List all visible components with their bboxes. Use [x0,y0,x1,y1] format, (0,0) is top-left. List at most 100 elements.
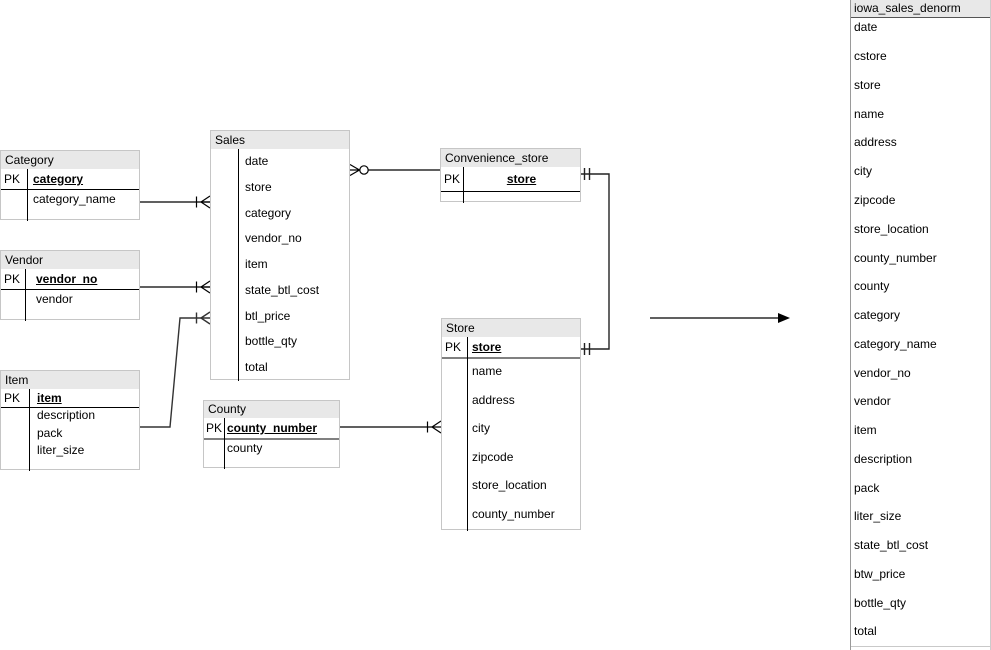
item-field: liter_size [37,443,85,457]
table-sales: Sales date store category vendor_no item… [210,130,350,381]
denorm-field: total [854,624,877,639]
table-vendor: Vendor vendor_no vendor PK [0,250,140,321]
table-item-body: item description pack liter_size PK [1,389,139,471]
sales-field: btl_price [245,308,291,323]
table-row: state_btl_cost [211,278,349,304]
item-field: pack [37,425,63,440]
pk-separator [442,357,580,359]
denorm-field-list: date cstore store name address city zipc… [851,13,990,647]
denorm-field: county_number [854,250,937,265]
list-item: category_name [851,329,990,358]
denorm-field: county [854,279,890,294]
store-field: zipcode [472,449,514,464]
table-item: Item item description pack liter_size PK [0,370,140,471]
table-county-title: County [204,401,339,418]
table-row: store [442,337,580,357]
list-item: county [851,272,990,301]
store-field: address [472,392,515,407]
rel-sales-convenience-store [349,163,440,177]
list-item: liter_size [851,502,990,531]
pk-column-divider [238,149,239,381]
rel-category-sales [140,195,211,209]
table-row: city [442,414,580,443]
pk-column-divider [224,418,225,469]
list-item: name [851,99,990,128]
list-item: address [851,128,990,157]
list-item: city [851,157,990,186]
list-item: date [851,13,990,42]
vendor-field: vendor [36,292,73,306]
store-pk-field: store [472,340,502,354]
table-vendor-body: vendor_no vendor PK [1,269,139,321]
table-row: category [1,169,139,189]
table-convenience-store-body: store PK [441,167,580,203]
table-row: total [211,355,349,381]
table-row: store [441,167,580,191]
table-row: date [211,149,349,175]
denorm-field: state_btl_cost [854,538,929,553]
sales-field: bottle_qty [245,334,298,349]
table-row: address [442,386,580,415]
list-item: description [851,444,990,473]
pk-column-divider [467,337,468,531]
table-county-body: county_number county PK [204,418,339,469]
rel-county-store [340,420,442,434]
denorm-field: pack [854,480,880,495]
table-store-body: store name address city zipcode store_lo… [442,337,580,531]
pk-label: PK [206,421,223,435]
table-row: category_name [1,189,139,209]
table-row: item [1,389,139,407]
denorm-field: vendor [854,394,891,409]
pk-label: PK [444,172,461,186]
denorm-field: item [854,423,877,438]
table-convenience-store-title: Convenience_store [441,149,580,167]
table-store: Store store name address city zipcode st… [441,318,581,531]
table-row: category [211,201,349,227]
table-row: pack [1,425,139,443]
denorm-field: store [854,77,881,92]
table-row: bottle_qty [211,329,349,355]
pk-column-divider [27,169,28,221]
denorm-field: vendor_no [854,365,911,380]
category-field: category_name [33,192,116,206]
table-row: vendor_no [1,269,139,289]
list-item: pack [851,473,990,502]
list-item: total [851,617,990,647]
table-row: liter_size [1,442,139,460]
table-vendor-title: Vendor [1,251,139,269]
sales-field: item [245,257,268,271]
convenience-store-pk-field: store [506,172,537,186]
list-item: zipcode [851,186,990,215]
table-store-title: Store [442,319,580,337]
rel-item-sales [140,311,211,428]
pk-separator [1,407,139,408]
pk-separator [1,289,139,290]
table-item-title: Item [1,371,139,389]
denorm-field: bottle_qty [854,595,907,610]
pk-separator [441,191,580,192]
sales-field: category [245,205,292,220]
pk-label: PK [4,391,21,405]
list-item: cstore [851,42,990,71]
table-row: name [442,357,580,386]
store-field: county_number [472,506,555,521]
table-row: store [211,175,349,201]
list-item: category [851,301,990,330]
table-row: vendor_no [211,226,349,252]
denorm-field: liter_size [854,509,902,524]
pk-column-divider [463,167,464,203]
denorm-field: description [854,451,913,466]
pk-column-divider [29,389,30,471]
table-row: county_number [442,500,580,529]
pk-separator [204,438,339,440]
item-field: description [37,408,96,422]
table-category-title: Category [1,151,139,169]
rel-vendor-sales [140,280,211,294]
table-category: Category category category_name PK [0,150,140,221]
denorm-field: store_location [854,221,929,236]
denorm-field: address [854,135,897,150]
pk-separator [1,189,139,190]
table-row: description [1,407,139,425]
